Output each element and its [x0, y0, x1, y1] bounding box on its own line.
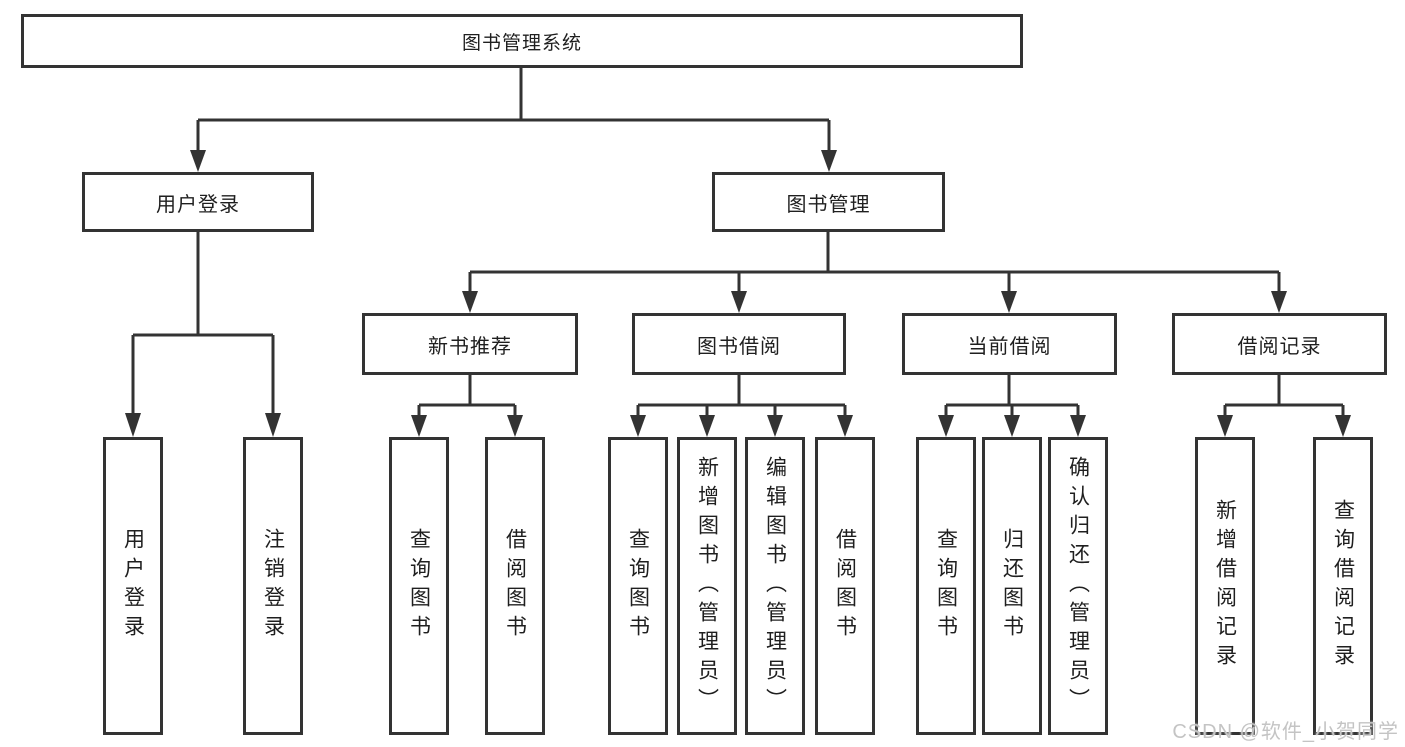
leaf-user-login: 用户登录 [103, 437, 163, 735]
node-label: 图书管理系统 [461, 32, 582, 54]
node-new-book-recommend: 新书推荐 [362, 313, 578, 375]
node-label: 借阅图书 [503, 528, 527, 644]
leaf-add-book-admin: 新增图书（管理员） [677, 437, 737, 735]
leaf-return-book: 归还图书 [982, 437, 1042, 735]
node-label: 借阅记录 [1237, 335, 1322, 358]
node-label: 查询借阅记录 [1331, 499, 1355, 673]
node-label: 新书推荐 [428, 335, 512, 358]
node-label: 归还图书 [1000, 528, 1024, 644]
leaf-query-book: 查询图书 [916, 437, 976, 735]
node-label: 确认归还（管理员） [1066, 455, 1090, 717]
node-label: 当前借阅 [967, 335, 1052, 358]
node-user-login: 用户登录 [82, 172, 314, 232]
node-label: 新增借阅记录 [1213, 499, 1237, 673]
csdn-watermark: CSDN @软件_小贺同学 [1172, 721, 1399, 743]
leaf-confirm-return-admin: 确认归还（管理员） [1048, 437, 1108, 735]
node-borrow-record: 借阅记录 [1172, 313, 1387, 375]
node-label: 用户登录 [121, 528, 145, 644]
leaf-query-borrow-record: 查询借阅记录 [1313, 437, 1373, 735]
leaf-logout: 注销登录 [243, 437, 303, 735]
node-current-borrow: 当前借阅 [902, 313, 1117, 375]
node-label: 图书借阅 [697, 335, 781, 358]
leaf-borrow-book: 借阅图书 [815, 437, 875, 735]
node-book-management: 图书管理 [712, 172, 945, 232]
node-label: 注销登录 [261, 528, 285, 644]
leaf-add-borrow-record: 新增借阅记录 [1195, 437, 1255, 735]
node-label: 借阅图书 [833, 528, 857, 644]
node-label: 查询图书 [934, 528, 958, 644]
node-label: 编辑图书（管理员） [763, 455, 787, 717]
node-label: 图书管理 [786, 193, 871, 216]
node-label: 查询图书 [626, 528, 650, 644]
leaf-borrow-book: 借阅图书 [485, 437, 545, 735]
node-label: 用户登录 [156, 193, 240, 216]
node-root-library-system: 图书管理系统 [21, 14, 1023, 68]
leaf-query-book: 查询图书 [608, 437, 668, 735]
node-label: 新增图书（管理员） [695, 455, 719, 717]
node-label: 查询图书 [407, 528, 431, 644]
node-book-borrow: 图书借阅 [632, 313, 846, 375]
leaf-query-book: 查询图书 [389, 437, 449, 735]
leaf-edit-book-admin: 编辑图书（管理员） [745, 437, 805, 735]
